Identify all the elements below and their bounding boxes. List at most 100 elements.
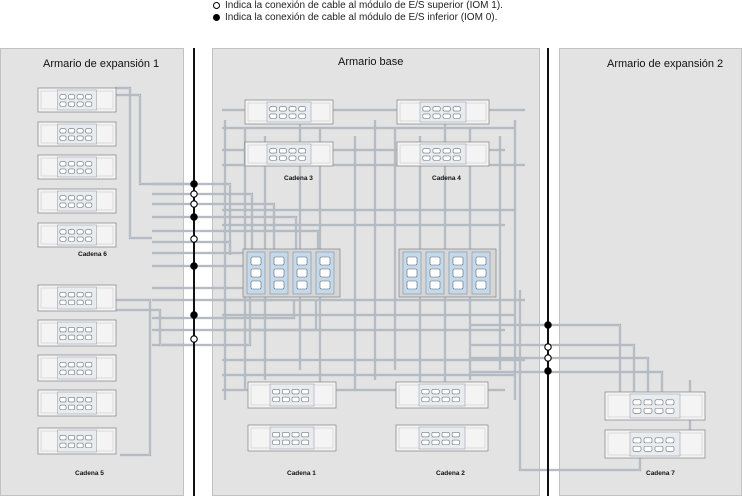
sas-port: [68, 101, 75, 107]
sas-port: [59, 442, 67, 449]
sas-port: [421, 431, 430, 438]
sas-port: [59, 236, 67, 242]
cable-highlight: [152, 300, 251, 346]
hba-port: [250, 256, 262, 266]
io-module: [418, 426, 466, 450]
chain-3-label: Cadena 3: [284, 175, 313, 182]
hba-port: [296, 280, 308, 290]
sas-port: [68, 229, 75, 235]
io-module: [57, 156, 97, 178]
sas-port: [665, 407, 675, 414]
sas-port: [431, 396, 440, 403]
cable-highlight: [470, 357, 649, 400]
sas-port: [59, 434, 67, 441]
sas-port: [85, 94, 93, 100]
shelf-chain6-4: [37, 222, 117, 248]
sas-port: [665, 445, 675, 452]
sas-port: [85, 369, 93, 376]
sas-port: [282, 439, 290, 446]
sas-port: [654, 399, 664, 406]
io-module: [57, 190, 97, 212]
sas-port: [76, 128, 84, 134]
upper-iom-marker-icon: [190, 190, 198, 198]
sas-port: [422, 113, 431, 119]
sas-port: [452, 155, 461, 161]
sas-port: [85, 291, 93, 298]
hba-port: [475, 256, 487, 266]
sas-port: [85, 135, 93, 141]
hba-port: [429, 280, 441, 290]
sas-port: [68, 195, 75, 201]
sas-port: [643, 437, 653, 444]
lower-iom-marker-icon: [190, 180, 198, 188]
io-module: [57, 89, 97, 111]
shelf-chain5-4: [37, 427, 117, 455]
sas-port: [632, 445, 642, 452]
cable: [115, 86, 152, 240]
sas-port: [76, 229, 84, 235]
sas-port: [76, 326, 84, 333]
cable-highlight: [115, 94, 194, 185]
sas-port: [85, 396, 93, 403]
sas-port: [68, 442, 75, 449]
sas-port: [85, 202, 93, 208]
cable-highlight: [115, 309, 194, 346]
sas-port: [59, 299, 67, 306]
io-module: [57, 356, 97, 380]
hba-port: [452, 268, 464, 278]
sas-port: [431, 388, 440, 395]
sas-port: [298, 113, 307, 119]
sas-port: [452, 148, 461, 154]
sas-port: [269, 106, 277, 112]
sas-port: [665, 437, 675, 444]
hba-port: [475, 268, 487, 278]
hba-port: [273, 268, 285, 278]
sas-port: [421, 439, 430, 446]
cabinet-expansion-2-title: Armario de expansión 2: [607, 58, 724, 70]
io-module: [57, 321, 97, 345]
hba-port: [273, 280, 285, 290]
chain-1-label: Cadena 1: [287, 470, 316, 477]
lower-iom-marker-icon: [190, 311, 198, 319]
sas-port: [269, 155, 277, 161]
sas-port: [76, 168, 84, 174]
shelf-chain6-2: [37, 154, 117, 180]
sas-port: [442, 106, 451, 112]
hba-port: [452, 256, 464, 266]
sas-port: [288, 155, 297, 161]
sas-port: [76, 299, 84, 306]
sas-port: [291, 431, 300, 438]
sas-port: [68, 135, 75, 141]
sas-port: [665, 399, 675, 406]
shelf-chain2-1: [395, 424, 489, 452]
sas-port: [59, 334, 67, 341]
sas-port: [85, 236, 93, 242]
sas-port: [442, 148, 451, 154]
sas-port: [85, 299, 93, 306]
sas-port: [76, 369, 84, 376]
io-module: [269, 426, 315, 450]
sas-port: [643, 445, 653, 452]
chain-7-label: Cadena 7: [646, 470, 675, 477]
sas-port: [298, 155, 307, 161]
sas-port: [76, 291, 84, 298]
sas-port: [59, 369, 67, 376]
sas-port: [288, 106, 297, 112]
sas-port: [76, 161, 84, 167]
hba-port: [429, 268, 441, 278]
sas-port: [85, 361, 93, 368]
sas-port: [452, 113, 461, 119]
sas-port: [301, 431, 310, 438]
sas-port: [76, 396, 84, 403]
sas-port: [68, 434, 75, 441]
sas-port: [59, 195, 67, 201]
chain-2-label: Cadena 2: [436, 470, 465, 477]
hba-port: [406, 280, 418, 290]
io-module: [57, 391, 97, 415]
filled-circle-icon: [213, 14, 220, 21]
sas-port: [431, 431, 440, 438]
sas-port: [59, 161, 67, 167]
cable-highlight: [152, 287, 251, 300]
